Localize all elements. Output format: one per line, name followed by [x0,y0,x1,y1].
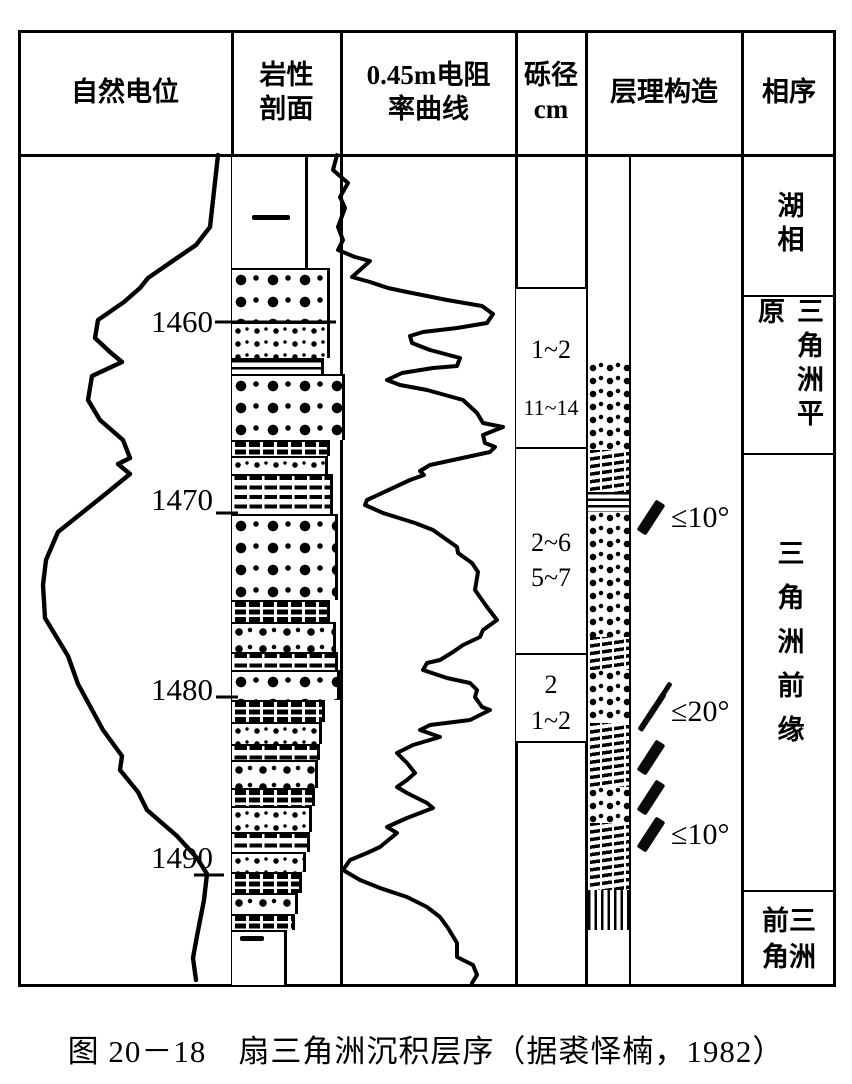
sp-curve [40,152,221,983]
header-grain-size: 砾径 cm [524,59,578,124]
header-resistivity: 0.45m电阻 率曲线 [366,59,491,124]
header-bottom-line [18,154,836,157]
resistivity-curve [331,153,505,985]
header-sp: 自然电位 [71,76,179,107]
log-table-frame [18,30,836,987]
header-facies: 相序 [762,76,816,107]
depth-tick-lines [194,320,336,877]
divider-bedding-facies [741,30,744,985]
divider-lithology-resistivity [340,30,343,985]
header-bedding: 层理构造 [610,76,718,107]
bedding-strip-right-border [629,155,632,985]
header-lithology: 岩性 剖面 [259,59,314,124]
figure-caption: 图 20－18 扇三角洲沉积层序（据裘怿楠，1982） [67,1034,785,1069]
divider-grain-bedding [585,30,588,985]
